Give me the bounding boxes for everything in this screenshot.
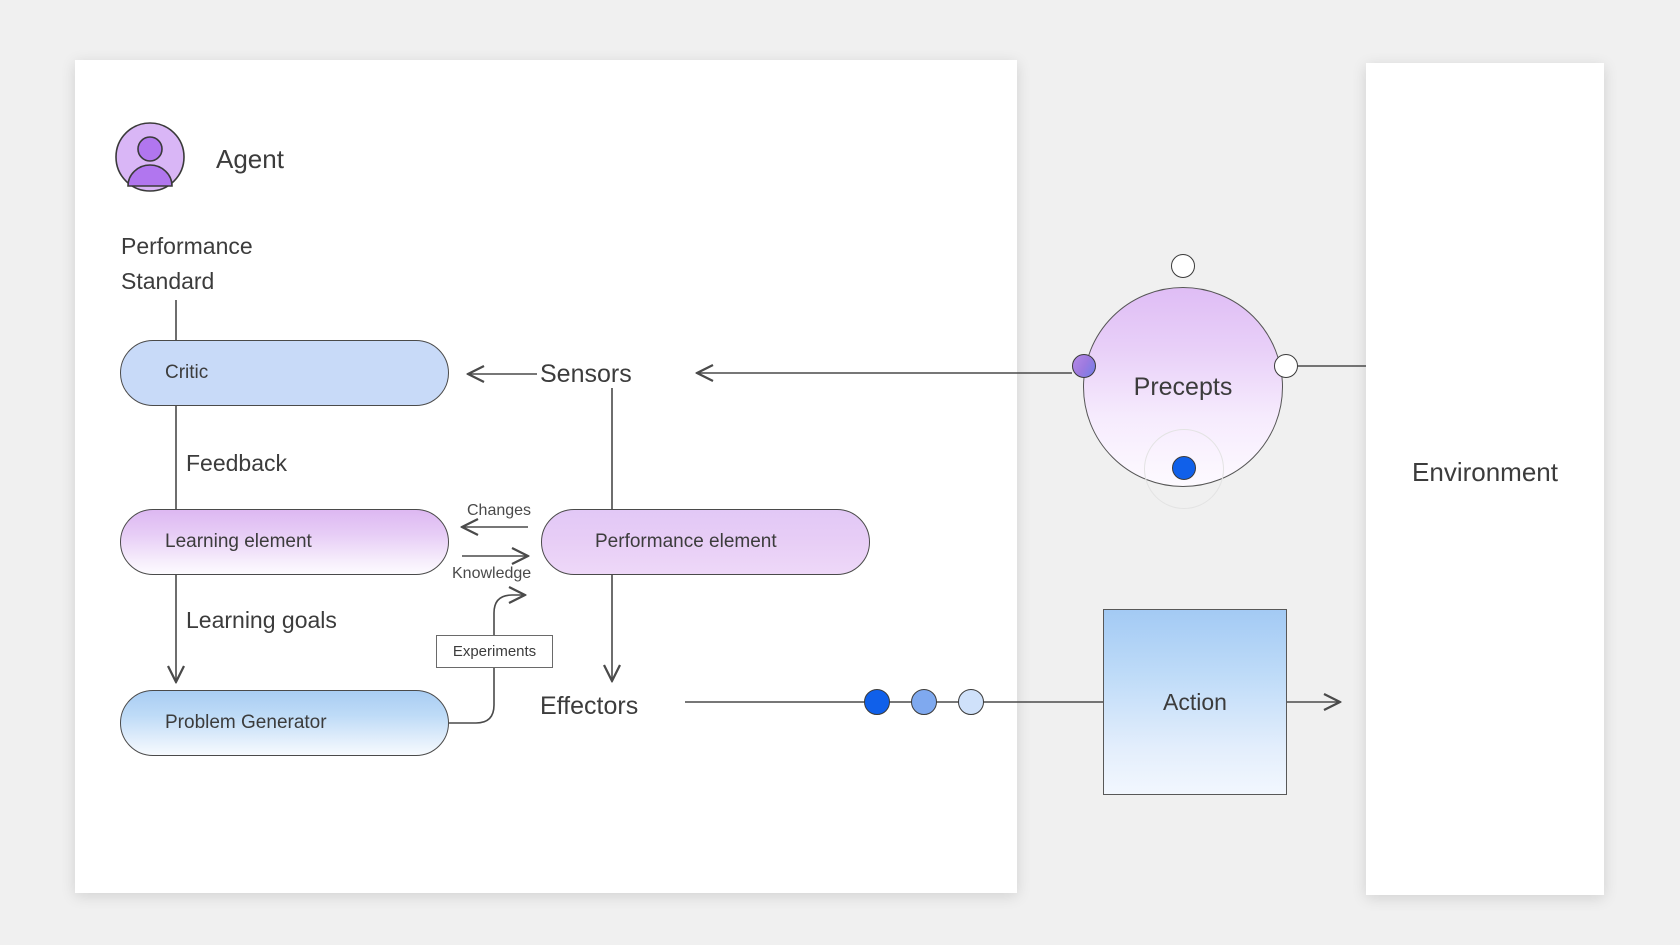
environment-panel[interactable]: [1366, 63, 1604, 895]
label-sensors: Sensors: [540, 360, 632, 388]
node-action[interactable]: Action: [1103, 609, 1287, 795]
node-performance-element-label: Performance element: [595, 531, 777, 552]
label-learning-goals: Learning goals: [186, 607, 337, 633]
node-performance-element[interactable]: Performance element: [541, 509, 870, 575]
precepts-handle-bottom-ring: [1144, 429, 1224, 509]
label-effectors: Effectors: [540, 692, 639, 720]
effector-dot-2[interactable]: [911, 689, 937, 715]
node-action-label: Action: [1163, 688, 1227, 715]
node-learning-element[interactable]: Learning element: [120, 509, 449, 575]
node-critic[interactable]: Critic: [120, 340, 449, 406]
precepts-handle-right[interactable]: [1274, 354, 1298, 378]
label-performance-standard-line2: Standard: [121, 267, 215, 294]
node-critic-label: Critic: [165, 362, 209, 383]
precepts-handle-left[interactable]: [1072, 354, 1096, 378]
label-performance-standard-line1: Performance: [121, 233, 253, 259]
environment-label: Environment: [1412, 457, 1558, 487]
label-knowledge: Knowledge: [452, 565, 532, 582]
person-avatar-icon: [115, 122, 185, 192]
precepts-handle-top[interactable]: [1171, 254, 1195, 278]
label-experiments: Experiments: [436, 635, 553, 668]
label-performance-standard: Performance Standard: [121, 229, 253, 298]
node-problem-generator[interactable]: Problem Generator: [120, 690, 449, 756]
node-learning-element-label: Learning element: [165, 531, 312, 552]
node-precepts-label: Precepts: [1133, 372, 1233, 401]
effector-dot-1[interactable]: [864, 689, 890, 715]
label-feedback: Feedback: [186, 450, 288, 476]
label-changes: Changes: [467, 502, 532, 519]
precepts-handle-bottom[interactable]: [1172, 456, 1196, 480]
effector-dot-3[interactable]: [958, 689, 984, 715]
node-problem-generator-label: Problem Generator: [165, 712, 327, 733]
agent-title: Agent: [216, 144, 284, 174]
